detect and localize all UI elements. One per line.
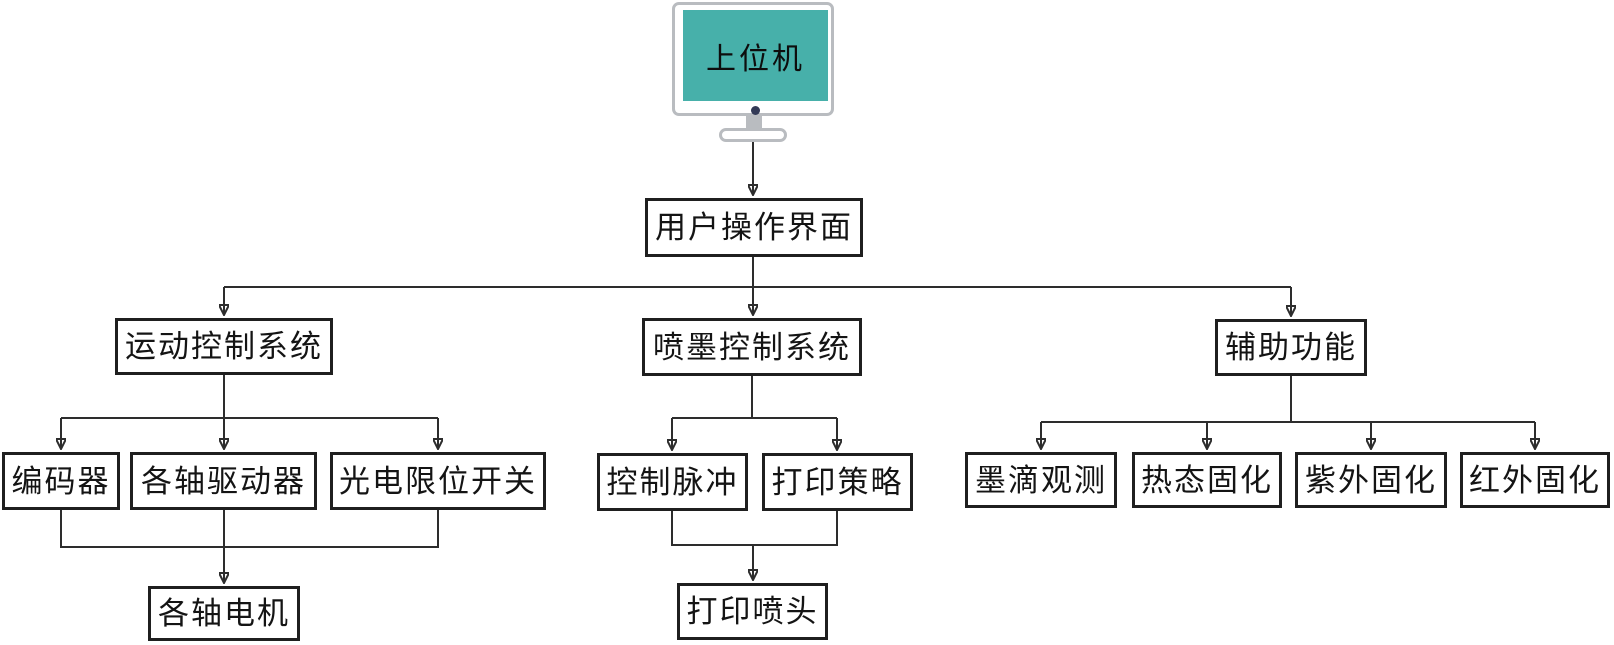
monitor-power-dot-icon (751, 106, 760, 115)
host-computer-monitor: 上位机 (672, 2, 834, 144)
monitor-bezel: 上位机 (672, 2, 834, 116)
node-encoder: 编码器 (2, 452, 120, 510)
node-axis-motors: 各轴电机 (148, 586, 300, 641)
edge-head-merge (671, 511, 838, 546)
monitor-screen: 上位机 (683, 10, 828, 101)
node-label: 紫外固化 (1305, 462, 1437, 498)
node-axis-drivers: 各轴驱动器 (130, 452, 317, 510)
node-thermal-curing: 热态固化 (1132, 452, 1282, 508)
node-label: 编码器 (11, 463, 111, 499)
node-uv-curing: 紫外固化 (1295, 452, 1447, 508)
node-label: 光电限位开关 (339, 463, 537, 499)
node-label: 打印喷头 (686, 594, 819, 629)
node-label: 各轴驱动器 (141, 463, 306, 499)
node-auxiliary-functions: 辅助功能 (1215, 319, 1367, 376)
node-inkjet-control-system: 喷墨控制系统 (642, 318, 862, 376)
node-print-strategy: 打印策略 (762, 453, 913, 511)
node-label: 热态固化 (1141, 462, 1273, 498)
node-label: 控制脉冲 (606, 464, 739, 500)
node-label: 墨滴观测 (975, 462, 1107, 498)
node-label: 打印策略 (771, 464, 904, 500)
node-label: 用户操作界面 (655, 210, 853, 245)
node-ink-drop-observation: 墨滴观测 (965, 452, 1117, 508)
node-infrared-curing: 红外固化 (1460, 452, 1610, 508)
node-photoelectric-limit-switch: 光电限位开关 (330, 452, 546, 510)
node-label: 喷墨控制系统 (653, 329, 851, 365)
node-label: 运动控制系统 (125, 329, 323, 364)
node-label: 各轴电机 (158, 596, 290, 631)
node-print-head: 打印喷头 (677, 583, 828, 640)
monitor-stand-base (719, 128, 787, 142)
edge-motors-merge (60, 510, 439, 548)
node-control-pulse: 控制脉冲 (597, 453, 748, 511)
node-label: 辅助功能 (1225, 330, 1357, 365)
node-user-interface: 用户操作界面 (645, 198, 863, 257)
host-label: 上位机 (706, 42, 805, 76)
node-label: 红外固化 (1469, 462, 1601, 498)
node-motion-control-system: 运动控制系统 (115, 318, 333, 375)
